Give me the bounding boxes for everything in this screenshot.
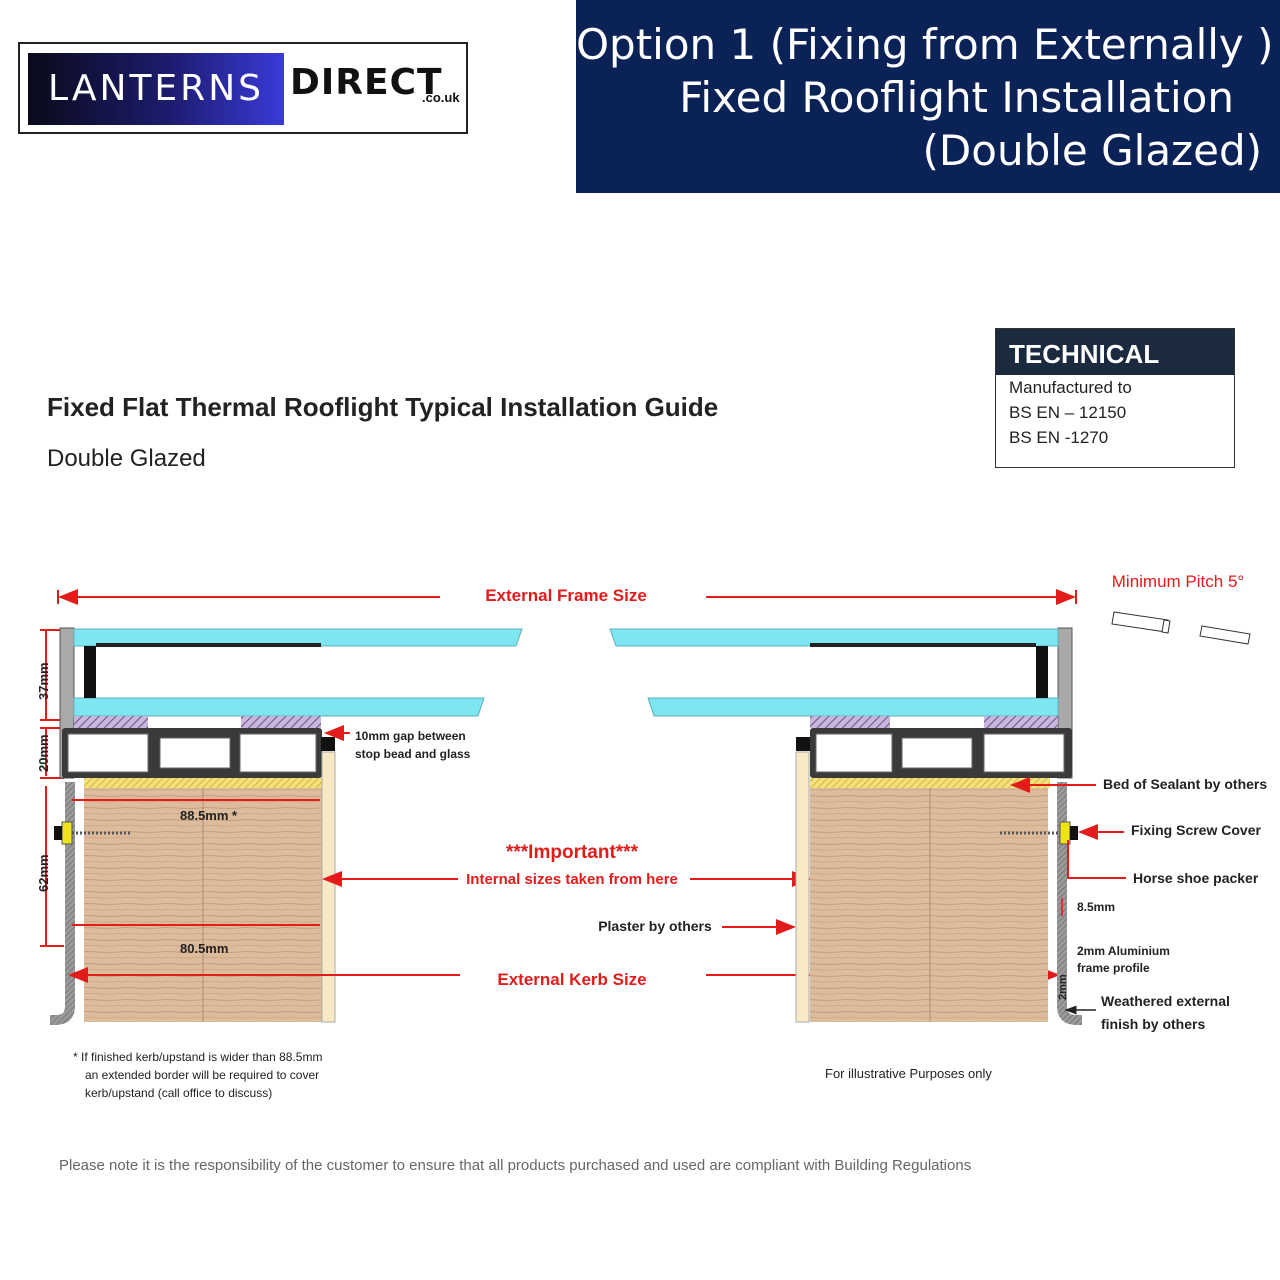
- horse-shoe-packer-label: Horse shoe packer: [1133, 870, 1259, 886]
- left-sealant: [84, 778, 324, 788]
- left-outer-glass: [73, 628, 523, 647]
- right-assembly: [609, 627, 1082, 1025]
- fixing-screw-cover-label: Fixing Screw Cover: [1131, 822, 1261, 838]
- horse-shoe-arrow: [1067, 840, 1126, 879]
- right-kerb-timber: [810, 788, 1048, 1022]
- guide-title: Fixed Flat Thermal Rooflight Typical Ins…: [47, 392, 719, 422]
- plaster-label: Plaster by others: [598, 918, 712, 934]
- left-plaster: [321, 751, 336, 1023]
- right-gasket-1: [810, 716, 890, 728]
- left-inner-glass: [73, 697, 485, 717]
- technical-line: Manufactured to: [1009, 378, 1132, 397]
- installation-diagram: External Frame Size Minimum Pitch 5° 37m…: [36, 572, 1267, 1100]
- technical-box: TECHNICAL Manufactured to BS EN – 12150 …: [995, 328, 1235, 468]
- dim-88-label: 88.5mm *: [180, 808, 238, 823]
- left-gasket-1: [74, 716, 148, 728]
- right-spacer-strip: [810, 643, 1036, 647]
- right-spacer-bar: [1036, 646, 1048, 698]
- minimum-pitch-label: Minimum Pitch 5°: [1112, 572, 1244, 591]
- right-sealant: [810, 778, 1050, 788]
- logo-lanterns: LANTERNS: [28, 53, 284, 125]
- compliance-note: Please note it is the responsibility of …: [59, 1157, 972, 1174]
- banner-line-1: Option 1 (Fixing from Externally ): [576, 20, 1274, 69]
- right-plaster: [795, 751, 810, 1023]
- banner-line-3: (Double Glazed): [922, 126, 1262, 175]
- logo-tld: .co.uk: [422, 90, 460, 105]
- important-label: ***Important***: [506, 842, 639, 863]
- banner-line-2: Fixed Rooflight Installation: [679, 73, 1234, 122]
- bed-sealant-label: Bed of Sealant by others: [1103, 776, 1267, 792]
- internal-sizes-label: Internal sizes taken from here: [466, 871, 678, 888]
- left-spacer-strip: [96, 643, 321, 647]
- dim-20-label: 20mm: [36, 734, 51, 772]
- footnote-line-1: * If finished kerb/upstand is wider than…: [73, 1050, 322, 1064]
- weathered-line-1: Weathered external: [1101, 993, 1230, 1009]
- alu-profile-line-1: 2mm Aluminium: [1077, 944, 1170, 958]
- left-stop-bead: [321, 737, 335, 751]
- left-assembly: [50, 627, 523, 1025]
- guide-subtitle: Double Glazed: [47, 445, 206, 472]
- dim-37-label: 37mm: [36, 662, 51, 700]
- right-weathered-finish: [1057, 782, 1082, 1025]
- illustrative-note: For illustrative Purposes only: [825, 1066, 992, 1081]
- right-stop-bead: [796, 737, 810, 751]
- footnote-line-2: an extended border will be required to c…: [85, 1068, 319, 1082]
- gap-note-line-2: stop bead and glass: [355, 747, 471, 761]
- dim-80-label: 80.5mm: [180, 941, 228, 956]
- footnote-line-3: kerb/upstand (call office to discuss): [85, 1086, 272, 1100]
- external-frame-size-label: External Frame Size: [485, 586, 647, 605]
- right-gasket-2: [984, 716, 1058, 728]
- technical-line: BS EN -1270: [1009, 428, 1109, 447]
- left-spacer-bar: [84, 646, 96, 698]
- left-weathered-finish: [50, 782, 75, 1025]
- right-outer-glass: [609, 628, 1059, 647]
- technical-line: BS EN – 12150: [1009, 403, 1127, 422]
- alu-profile-line-2: frame profile: [1077, 961, 1150, 975]
- brand-logo: LANTERNS DIRECT .co.uk: [18, 42, 468, 134]
- left-screw-cover: [61, 821, 73, 845]
- right-inner-glass: [647, 697, 1059, 717]
- technical-header: TECHNICAL: [996, 329, 1234, 375]
- dim-2-label: 2mm: [1057, 974, 1069, 1000]
- dim-62-label: 62mm: [36, 854, 51, 892]
- dim-8-5-label: 8.5mm: [1077, 900, 1115, 914]
- gap-note-line-1: 10mm gap between: [355, 729, 466, 743]
- left-gasket-2: [241, 716, 321, 728]
- external-kerb-size-label: External Kerb Size: [497, 970, 646, 989]
- pitch-illustration: [1111, 611, 1251, 645]
- weathered-line-2: finish by others: [1101, 1016, 1205, 1032]
- title-banner: Option 1 (Fixing from Externally ) Fixed…: [576, 0, 1280, 193]
- logo-direct: DIRECT: [290, 62, 443, 103]
